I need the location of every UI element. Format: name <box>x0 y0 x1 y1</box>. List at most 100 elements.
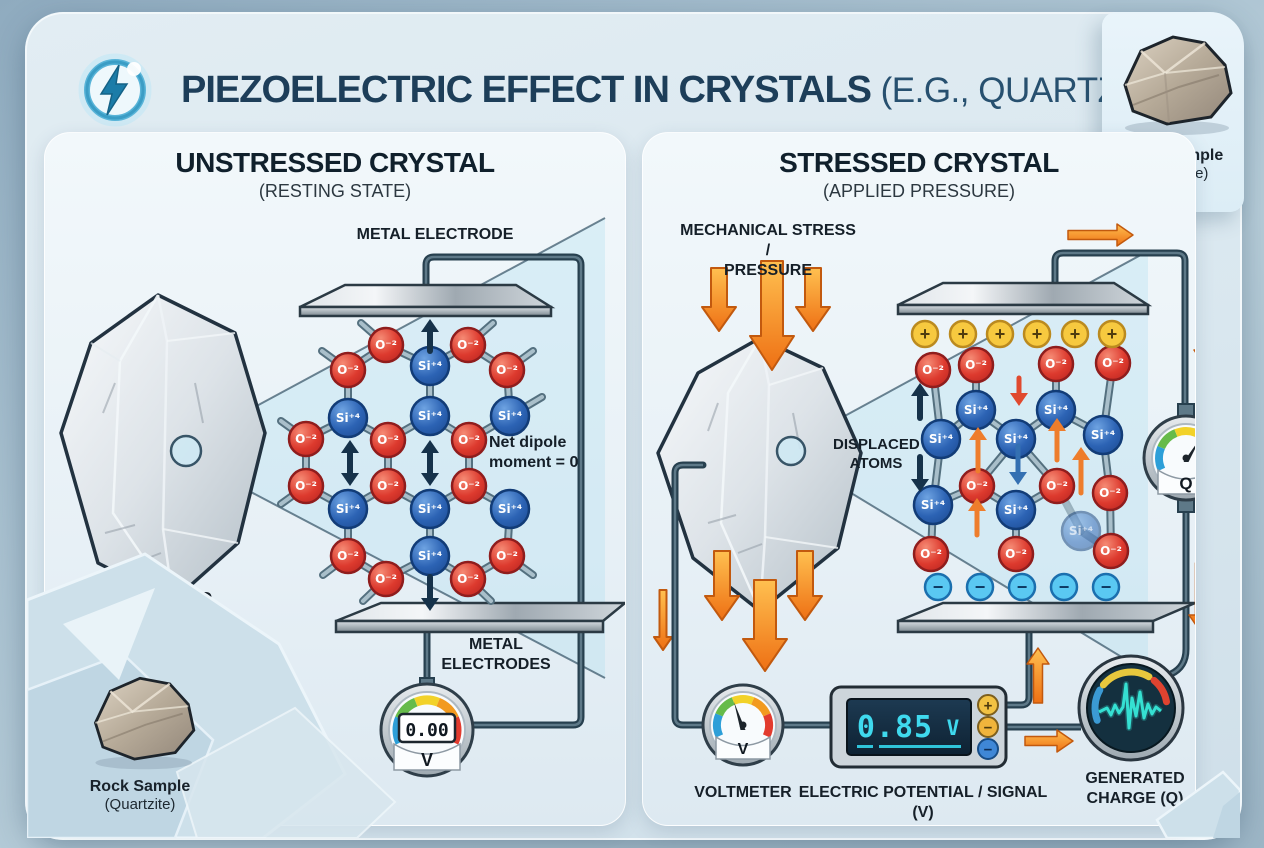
display-plus-button <box>977 694 999 716</box>
voltmeter-gauge-left: 0.00 V <box>379 677 475 778</box>
stressed-crystal-image <box>656 336 863 613</box>
svg-text:O⁻²: O⁻² <box>377 433 399 447</box>
svg-text:Si⁺⁴: Si⁺⁴ <box>498 502 522 516</box>
generated-charge-label: GENERATED CHARGE (Q) <box>1075 769 1195 809</box>
svg-text:O⁻²: O⁻² <box>1005 547 1027 561</box>
voltmeter-gauge-right: V <box>701 683 785 767</box>
voltmeter-label: VOLTMETER <box>694 784 792 801</box>
net-dipole-note: Net dipole moment = 0 <box>489 433 619 473</box>
svg-text:O⁻²: O⁻² <box>965 358 987 372</box>
svg-text:Si⁺⁴: Si⁺⁴ <box>1004 503 1028 517</box>
bottom-electrode-right <box>896 601 1195 634</box>
panel-stressed: O⁻² O⁻² O⁻² O⁻² Si⁺⁴ Si⁺⁴ Si⁺⁴ Si⁺⁴ Si⁺⁴ O⁻² O⁻² O⁻… <box>642 132 1196 826</box>
charge-gauge-unit: Q <box>1179 474 1192 493</box>
display-blue-glyph: − <box>984 742 993 759</box>
svg-text:O⁻²: O⁻² <box>337 363 359 377</box>
svg-text:Si⁺⁴: Si⁺⁴ <box>418 549 442 563</box>
stress-arrows-bottom <box>653 550 823 672</box>
svg-text:O⁻²: O⁻² <box>1046 479 1068 493</box>
svg-text:Si⁺⁴: Si⁺⁴ <box>1091 428 1115 442</box>
flow-arrow-down-2 <box>1188 562 1195 626</box>
svg-text:O⁻²: O⁻² <box>966 479 988 493</box>
flow-arrow-up <box>1026 647 1050 704</box>
generated-line1: GENERATED <box>1085 770 1185 787</box>
right-panel-subtitle: (APPLIED PRESSURE) <box>822 181 1016 201</box>
svg-text:Si⁺⁴: Si⁺⁴ <box>1004 432 1028 446</box>
svg-text:O⁻²: O⁻² <box>496 549 518 563</box>
display-value: 0.85 <box>857 710 933 745</box>
net-dipole-line2: moment = 0 <box>489 454 579 471</box>
current-flow-arrows <box>1024 223 1195 753</box>
main-frame: PIEZOELECTRIC EFFECT IN CRYSTALS (E.G., … <box>25 12 1244 840</box>
svg-text:+: + <box>1107 324 1118 344</box>
svg-text:Si⁺⁴: Si⁺⁴ <box>418 359 442 373</box>
electric-potential-label: ELECTRIC POTENTIAL / SIGNAL (V) <box>798 784 1048 821</box>
circuit-wires-right <box>671 249 1190 731</box>
top-electrode-right <box>896 281 1153 316</box>
svg-text:Si⁺⁴: Si⁺⁴ <box>418 502 442 516</box>
generated-line2: CHARGE (Q) <box>1086 790 1184 807</box>
svg-text:O⁻²: O⁻² <box>377 479 399 493</box>
svg-text:−: − <box>1059 577 1070 597</box>
svg-text:+: + <box>1032 324 1043 344</box>
metal-electrodes-label: METAL ELECTRODES <box>431 635 561 675</box>
charge-gauge: Q <box>1142 403 1195 513</box>
display-blue-button <box>977 738 999 760</box>
svg-text:O⁻²: O⁻² <box>375 338 397 352</box>
bottom-electrode <box>334 601 625 634</box>
generated-charge-scope <box>1077 654 1185 762</box>
digital-display: 0.85 V + − − <box>829 685 1008 769</box>
mechanical-stress-label: MECHANICAL STRESS / PRESSURE <box>678 221 858 281</box>
svg-text:Si⁺⁴: Si⁺⁴ <box>336 502 360 516</box>
energy-bolt-icon <box>78 53 152 127</box>
svg-text:Si⁺⁴: Si⁺⁴ <box>336 411 360 425</box>
right-panel-title: STRESSED CRYSTAL <box>779 147 1059 178</box>
svg-text:O⁻²: O⁻² <box>457 572 479 586</box>
svg-text:O⁻²: O⁻² <box>337 549 359 563</box>
display-plus-glyph: + <box>984 698 993 715</box>
waveform <box>1098 682 1162 730</box>
svg-text:O⁻²: O⁻² <box>1099 486 1121 500</box>
rock-sample-bottom: Rock Sample (Quartzite) <box>55 669 225 813</box>
svg-text:+: + <box>920 324 931 344</box>
flow-arrow-right-top <box>1067 223 1134 247</box>
rock-image <box>1123 35 1233 135</box>
svg-text:O⁻²: O⁻² <box>457 338 479 352</box>
title-paren: (E.G., QUARTZ) <box>880 70 1131 110</box>
svg-text:+: + <box>995 324 1006 344</box>
net-dipole-line1: Net dipole <box>489 434 567 451</box>
unstressed-crystal-line2: CRYSTAL <box>120 610 195 627</box>
stress-arrows-top <box>701 260 831 371</box>
metal-electrodes-line2: ELECTRODES <box>441 656 551 673</box>
svg-text:O⁻²: O⁻² <box>496 363 518 377</box>
displaced-atoms-label: DISPLACED ATOMS <box>833 435 920 473</box>
display-minus-glyph: − <box>984 720 993 737</box>
svg-text:Si⁺⁴: Si⁺⁴ <box>929 432 953 446</box>
svg-text:O⁻²: O⁻² <box>295 479 317 493</box>
voltmeter-right-unit: V <box>738 741 749 758</box>
displaced-line1: DISPLACED <box>833 436 920 453</box>
svg-text:O⁻²: O⁻² <box>1045 357 1067 371</box>
voltmeter-left-unit: V <box>421 750 433 770</box>
svg-text:Si⁺⁴: Si⁺⁴ <box>1044 403 1068 417</box>
top-electrode <box>298 283 556 318</box>
metal-electrodes-line1: METAL <box>469 636 523 653</box>
svg-text:O⁻²: O⁻² <box>458 433 480 447</box>
flow-arrow-down-1 <box>1193 349 1195 353</box>
svg-text:O⁻²: O⁻² <box>922 363 944 377</box>
svg-text:O⁻²: O⁻² <box>1102 356 1124 370</box>
flow-arrow-right-bottom <box>1024 729 1074 753</box>
svg-text:−: − <box>1017 577 1028 597</box>
stressed-diagram: O⁻² O⁻² O⁻² O⁻² Si⁺⁴ Si⁺⁴ Si⁺⁴ Si⁺⁴ Si⁺⁴ O⁻² O⁻² O⁻… <box>653 223 1195 769</box>
unstressed-crystal-line1: UNSTRESSED <box>102 590 213 607</box>
rock-bottom-sublabel: (Quartzite) <box>104 796 176 813</box>
stress-line2: PRESSURE <box>723 262 813 279</box>
svg-text:O⁻²: O⁻² <box>458 479 480 493</box>
svg-text:Si⁺⁴: Si⁺⁴ <box>921 498 945 512</box>
svg-text:O⁻²: O⁻² <box>295 432 317 446</box>
metal-electrode-label: METAL ELECTRODE <box>356 226 514 243</box>
title-main: PIEZOELECTRIC EFFECT IN CRYSTALS <box>181 68 872 111</box>
svg-text:Si⁺⁴: Si⁺⁴ <box>964 403 988 417</box>
svg-text:−: − <box>975 577 986 597</box>
panel-unstressed: O⁻² O⁻² Si⁺⁴ O⁻² O⁻² Si⁺⁴ Si⁺⁴ Si⁺⁴ O⁻² O⁻² O⁻² O⁻²… <box>44 132 626 826</box>
